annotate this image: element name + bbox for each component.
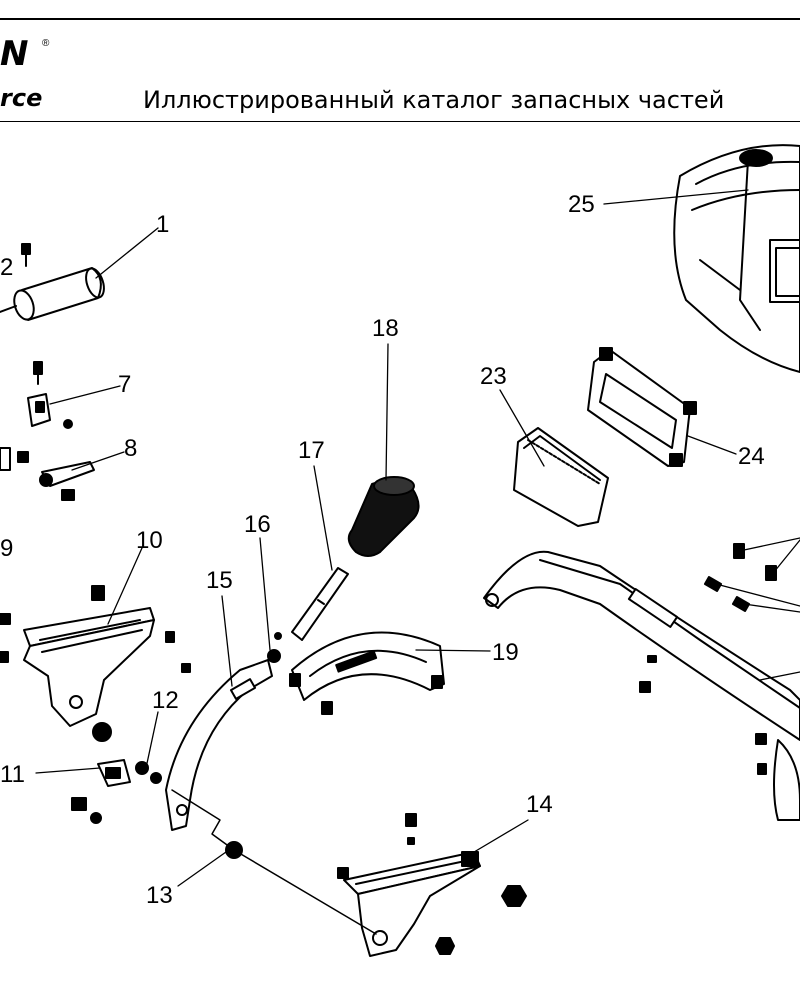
registered-mark: ® xyxy=(42,38,50,49)
callout-18: 18 xyxy=(372,315,399,342)
callout-10: 10 xyxy=(136,527,163,554)
part-24-frame xyxy=(587,347,697,467)
callout-13: 13 xyxy=(146,882,173,909)
part-18-knob xyxy=(347,476,420,557)
part-2-bolt xyxy=(21,243,31,267)
part-15-arm xyxy=(165,659,273,831)
part-12-nut xyxy=(135,761,162,784)
callout-12: 12 xyxy=(152,687,179,714)
part-10-bracket xyxy=(0,585,191,727)
base-frame xyxy=(483,543,800,821)
part-7-bracket xyxy=(27,361,73,429)
callout-9: 9 xyxy=(0,535,13,562)
callout-labels: 1 2 7 8 9 10 11 12 13 14 15 16 17 18 19 … xyxy=(0,191,765,909)
callout-24: 24 xyxy=(738,443,765,470)
callout-2: 2 xyxy=(0,254,13,281)
brand-logo-subtitle: rce xyxy=(0,84,43,112)
callout-14: 14 xyxy=(526,791,553,818)
callout-25: 25 xyxy=(568,191,595,218)
callout-7: 7 xyxy=(118,371,131,398)
callout-11: 11 xyxy=(0,761,25,788)
part-13-nut xyxy=(171,789,377,935)
catalog-title: Иллюстрированный каталог запасных частей xyxy=(143,86,725,114)
callout-1: 1 xyxy=(156,211,169,238)
header-top-rule xyxy=(0,18,800,20)
part-17-rod xyxy=(291,567,349,641)
brand-logo: N xyxy=(0,34,28,74)
part-11-clamp xyxy=(71,722,131,824)
part-23-panel xyxy=(513,427,609,527)
part-19-curved-rail xyxy=(289,631,445,715)
callout-23: 23 xyxy=(480,363,507,390)
callout-17: 17 xyxy=(298,437,325,464)
callout-16: 16 xyxy=(244,511,271,538)
leader-lines xyxy=(35,189,800,887)
part-1-tube xyxy=(0,267,105,321)
part-25-console xyxy=(673,144,800,373)
part-14-bracket xyxy=(337,813,527,957)
callout-8: 8 xyxy=(124,435,137,462)
part-8-lever xyxy=(0,447,95,501)
header-bottom-rule xyxy=(0,121,800,122)
callout-15: 15 xyxy=(206,567,233,594)
callout-19: 19 xyxy=(492,639,519,666)
part-16-nut xyxy=(267,632,282,663)
